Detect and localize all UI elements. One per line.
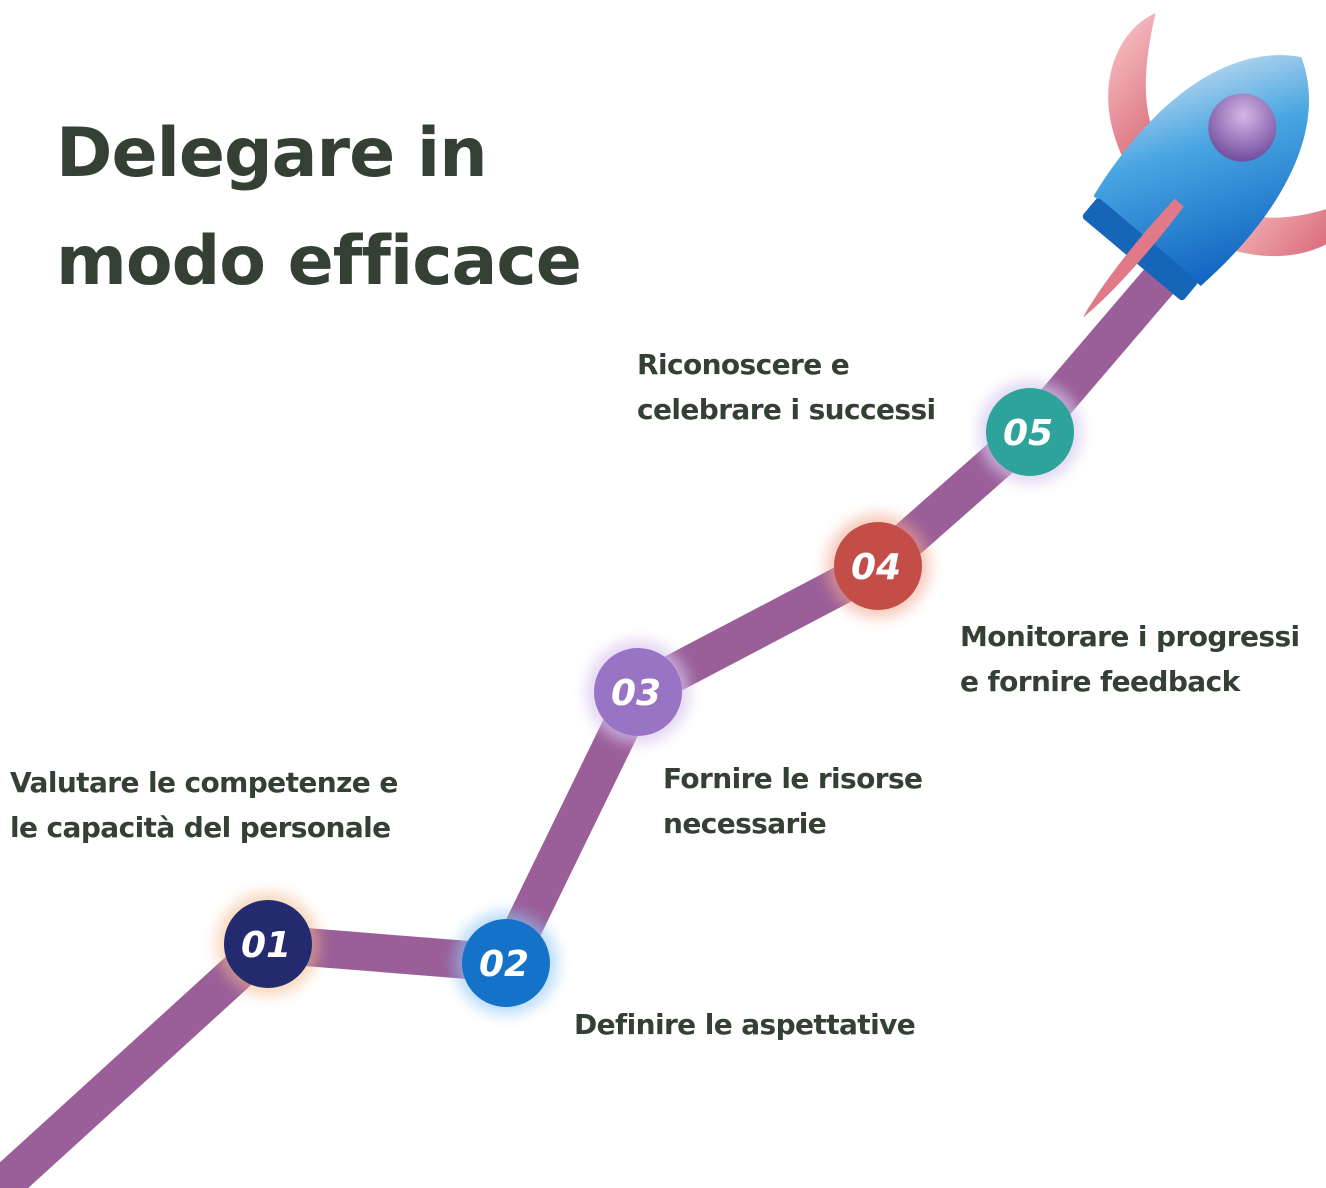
step-03-label: Fornire le risorse necessarie: [663, 756, 923, 846]
step-04-marker: 04: [826, 514, 930, 618]
step-01-label-line-2: le capacità del personale: [10, 811, 391, 844]
step-02-number: 02: [479, 944, 529, 985]
step-04-number: 04: [851, 547, 901, 588]
step-05-label-line-2: celebrare i successi: [637, 393, 936, 426]
rocket-center-fin: [1082, 198, 1184, 318]
step-04-label: Monitorare i progressi e fornire feedbac…: [960, 614, 1300, 704]
step-04-label-line-1: Monitorare i progressi: [960, 620, 1300, 653]
step-05-number: 05: [1003, 413, 1053, 454]
step-05-label: Riconoscere e celebrare i successi: [637, 342, 936, 432]
page-title-line-2: modo efficace: [56, 222, 582, 301]
step-01-marker: 01: [216, 892, 320, 996]
step-03-label-line-2: necessarie: [663, 807, 827, 840]
page-title-line-1: Delegare in: [56, 114, 488, 193]
step-03-marker: 03: [586, 640, 690, 744]
step-02-label: Definire le aspettative: [574, 1002, 916, 1047]
step-01-number: 01: [241, 925, 291, 966]
step-03-label-line-1: Fornire le risorse: [663, 762, 923, 795]
step-01-label: Valutare le competenze e le capacità del…: [10, 760, 398, 850]
rocket-window: [1208, 93, 1277, 162]
step-02-marker: 02: [454, 911, 558, 1015]
page-title: Delegare in modo efficace: [56, 100, 582, 316]
step-03-number: 03: [611, 673, 661, 714]
step-04-label-line-2: e fornire feedback: [960, 665, 1240, 698]
step-05-label-line-1: Riconoscere e: [637, 348, 850, 381]
rocket-fin-right: [1212, 193, 1326, 257]
rocket-icon: [1082, 13, 1326, 318]
step-02-label-line-1: Definire le aspettative: [574, 1008, 916, 1041]
step-05-marker: 05: [978, 380, 1082, 484]
step-01-label-line-1: Valutare le competenze e: [10, 766, 398, 799]
